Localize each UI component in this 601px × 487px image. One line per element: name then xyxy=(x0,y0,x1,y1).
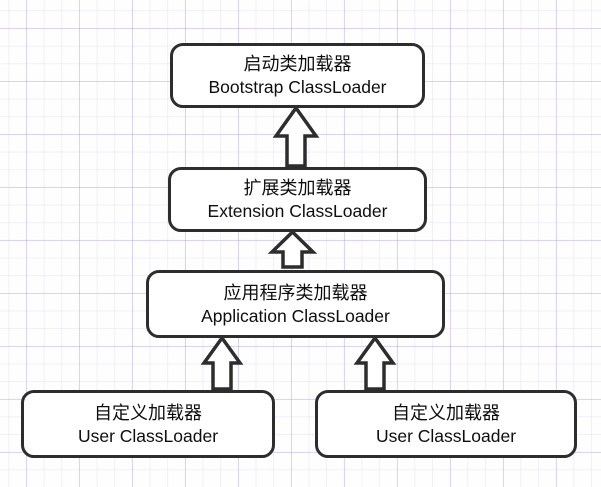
arrow-up-icon xyxy=(272,104,320,168)
node-label-zh: 扩展类加载器 xyxy=(243,178,352,198)
node-label-en: User ClassLoader xyxy=(375,425,517,446)
node-user-classloader-right: 自定义加载器 User ClassLoader xyxy=(315,390,577,458)
arrow-up-icon xyxy=(353,335,397,391)
node-user-classloader-left: 自定义加载器 User ClassLoader xyxy=(21,390,275,458)
arrow-up-icon xyxy=(267,229,318,269)
arrow-up-icon xyxy=(200,335,244,391)
node-label-en: User ClassLoader xyxy=(77,425,219,446)
node-label-en: Extension ClassLoader xyxy=(207,201,388,221)
node-label-zh: 启动类加载器 xyxy=(243,54,352,74)
node-label-en: Application ClassLoader xyxy=(201,305,390,326)
node-application-classloader: 应用程序类加载器 Application ClassLoader xyxy=(146,270,445,338)
node-label-zh: 应用程序类加载器 xyxy=(223,282,368,303)
node-label-en: Bootstrap ClassLoader xyxy=(208,77,387,97)
node-extension-classloader: 扩展类加载器 Extension ClassLoader xyxy=(168,167,427,232)
node-label-zh: 自定义加载器 xyxy=(392,402,500,423)
node-bootstrap-classloader: 启动类加载器 Bootstrap ClassLoader xyxy=(170,43,425,108)
node-label-zh: 自定义加载器 xyxy=(94,402,202,423)
